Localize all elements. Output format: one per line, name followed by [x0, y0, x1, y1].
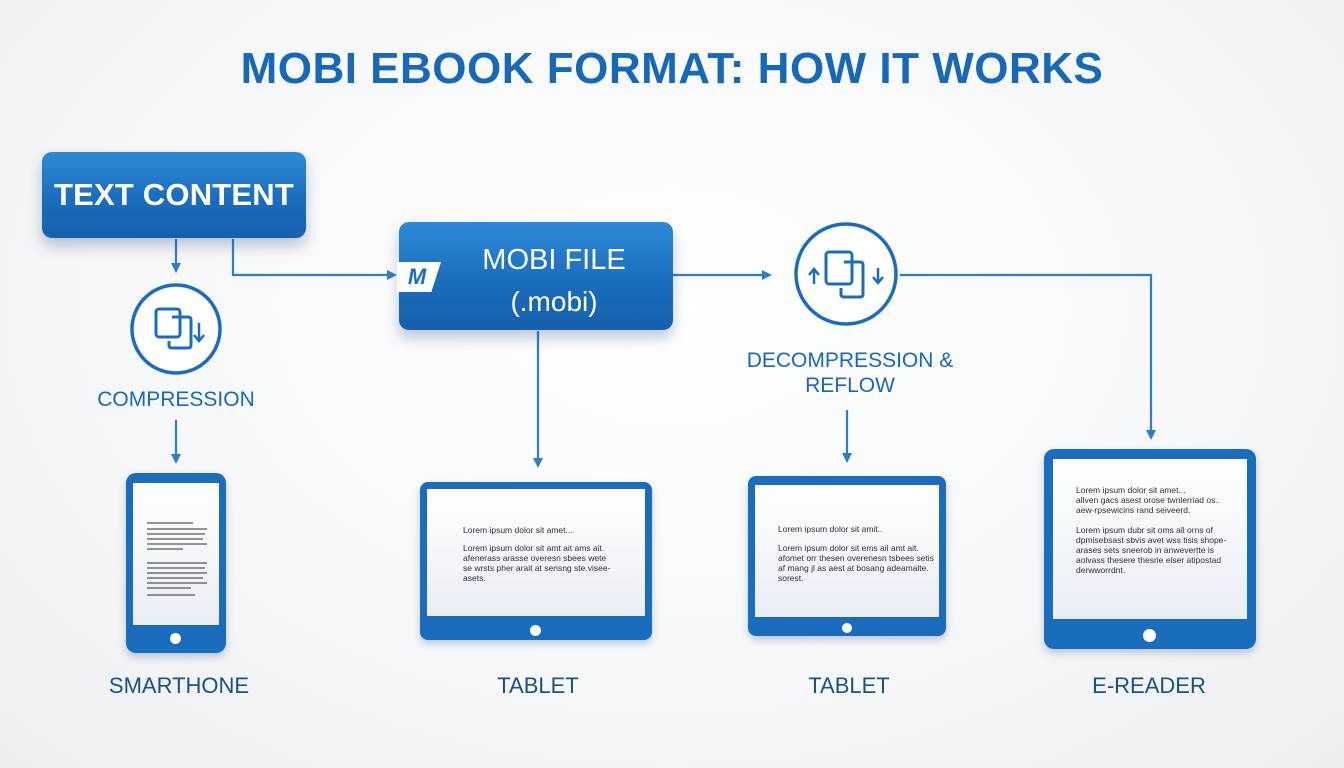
ereader-label: E-READER	[1092, 673, 1206, 698]
compression-icon	[130, 283, 222, 375]
tablet-2-screen: Lorem ipsum dolor sit amit.. Lorem ipsum…	[755, 485, 939, 617]
ereader-line-4: aolvass thesere thesrie elser atipostad	[1076, 555, 1222, 565]
ereader-screen: Lorem ipsum dolor sit amet... allven gac…	[1053, 459, 1247, 619]
ereader-line-3: arases sets sneerob in anwevertte is	[1076, 545, 1214, 555]
smartphone-label: SMARTHONE	[108, 673, 250, 698]
tablet-1-line-2: afenerass arasse overesn sbees wete	[463, 553, 607, 563]
diagram-title: MOBI EBOOK FORMAT: HOW IT WORKS	[240, 44, 1104, 93]
mobi-file-node: M MOBI FILE (.mobi)	[397, 222, 673, 330]
smartphone-home-button	[170, 633, 181, 644]
decompression-label-line1: DECOMPRESSION &	[746, 349, 954, 372]
ereader-line-5: derwworrdnt.	[1076, 565, 1126, 575]
ereader-home-button	[1143, 629, 1156, 642]
mobi-extension-label: (.mobi)	[510, 286, 598, 317]
arrow-text-to-mobi	[231, 239, 397, 280]
tablet-2-line-1: Lorem ipsum dolor sit ems ail amt ait.	[778, 543, 919, 553]
ereader-line-2: dpmisebsast sbvis avet wss tisis shope-	[1076, 535, 1227, 545]
compression-label: COMPRESSION	[97, 388, 255, 411]
smartphone-device	[126, 473, 226, 653]
ereader-heading: Lorem ipsum dolor sit amet...	[1076, 485, 1186, 495]
smartphone-screen	[133, 483, 219, 625]
mobi-file-label: MOBI FILE	[482, 244, 626, 276]
tablet-2-line-4: sorest.	[778, 573, 804, 583]
ereader-device: Lorem ipsum dolor sit amet... allven gac…	[1044, 449, 1256, 649]
text-content-label: TEXT CONTENT	[53, 177, 295, 212]
tablet-device-2: Lorem ipsum dolor sit amit.. Lorem ipsum…	[748, 476, 946, 636]
tablet-1-label: TABLET	[497, 673, 579, 698]
tablet-1-screen: Lorem ipsum dolor sit amet... Lorem ipsu…	[427, 489, 645, 616]
tablet-1-line-1: Lorem ipsum dolor sit amt ait ams ait.	[463, 543, 605, 553]
tablet-1-line-4: asets.	[463, 573, 486, 583]
tablet-1-home-button	[530, 625, 541, 636]
ereader-heading-2: allven gacs asest orose twnlerriad os..	[1076, 495, 1221, 505]
tablet-device-1: Lorem ipsum dolor sit amet... Lorem ipsu…	[420, 482, 652, 640]
decompression-label-line2: REFLOW	[805, 374, 895, 397]
tablet-2-line-2: afomet orr thesen overenesn tsbees setis	[778, 553, 934, 563]
tablet-2-home-button	[842, 623, 852, 633]
tablet-2-label: TABLET	[808, 673, 890, 698]
text-content-node: TEXT CONTENT	[42, 152, 306, 238]
tablet-2-line-3: af mang jl as aest at bosang adeamalte.	[778, 563, 929, 573]
ereader-line-1: Lorem ipsum dubr sit oms all orns of	[1076, 525, 1213, 535]
tablet-1-heading: Lorem ipsum dolor sit amet...	[463, 525, 573, 535]
tablet-1-line-3: se wrsts pher arait at sensng ste.visee-	[463, 563, 611, 573]
tablet-2-heading: Lorem ipsum dolor sit amit..	[778, 524, 883, 534]
ereader-heading-3: aew-rpsewicins rand seiveerd.	[1076, 505, 1191, 515]
smartphone-text-lines	[147, 522, 207, 596]
decompression-icon	[794, 222, 898, 326]
arrow-decompression-to-ereader	[900, 273, 1156, 440]
